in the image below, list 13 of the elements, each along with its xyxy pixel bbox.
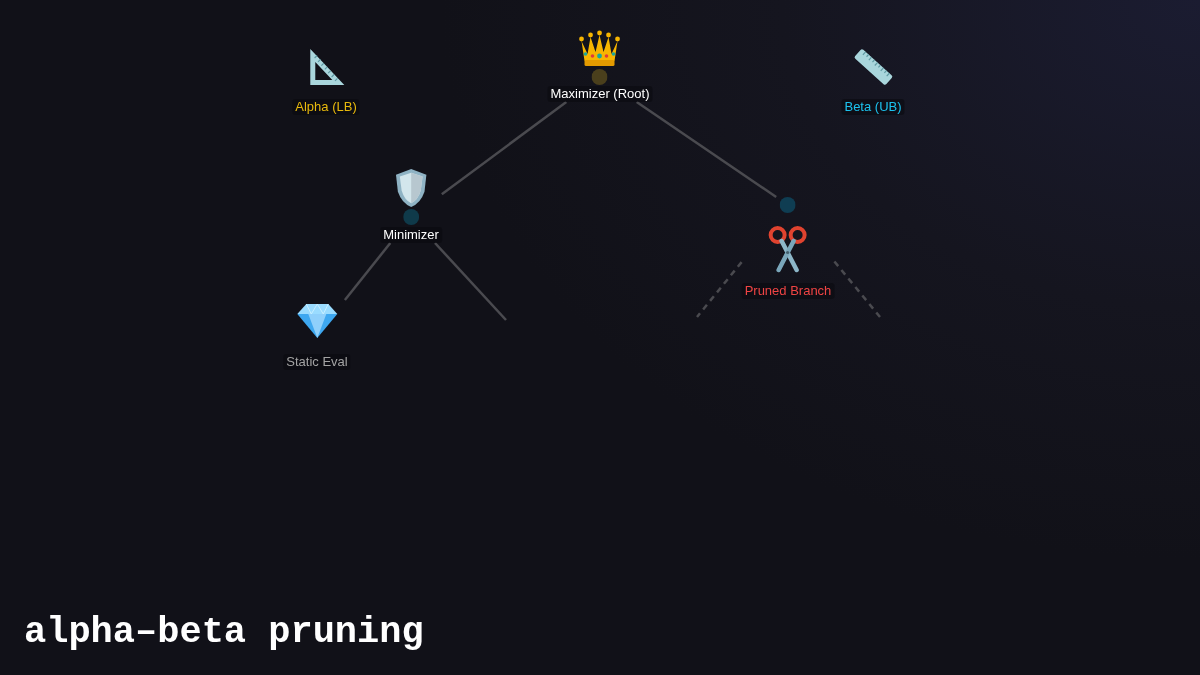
dashed-connector-line (696, 261, 743, 318)
node-label: Minimizer (380, 227, 442, 243)
diagram-title: alpha–beta pruning (24, 610, 424, 655)
connector-line (636, 100, 777, 199)
node-label: Maximizer (Root) (547, 86, 653, 102)
node-label: Pruned Branch (741, 283, 835, 299)
connector-line (434, 242, 507, 321)
connector-line (441, 101, 568, 196)
node-label: Static Eval (283, 354, 351, 370)
node-label: Alpha (LB) (292, 99, 360, 115)
node-label: Beta (UB) (841, 99, 905, 115)
connector-line (343, 242, 392, 301)
dashed-connector-line (833, 260, 881, 318)
